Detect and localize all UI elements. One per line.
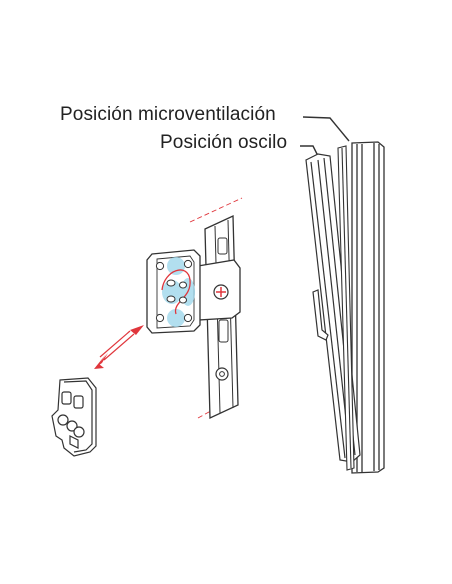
microventilation-sash [337,145,355,471]
sash-handle [312,289,329,341]
label-oscilo: Posición oscilo [160,132,288,153]
strip-slot-top [217,237,228,255]
keeper-block [146,249,241,334]
leader-line-oscilo [300,145,319,157]
window-frame [351,141,385,474]
label-microventilation: Posición microventilación [60,104,276,125]
strip-slot-bottom [218,319,229,343]
leader-lines [300,116,350,157]
cover-cap [51,377,97,457]
leader-line-microventilation [302,116,350,142]
double-arrow [94,325,144,369]
